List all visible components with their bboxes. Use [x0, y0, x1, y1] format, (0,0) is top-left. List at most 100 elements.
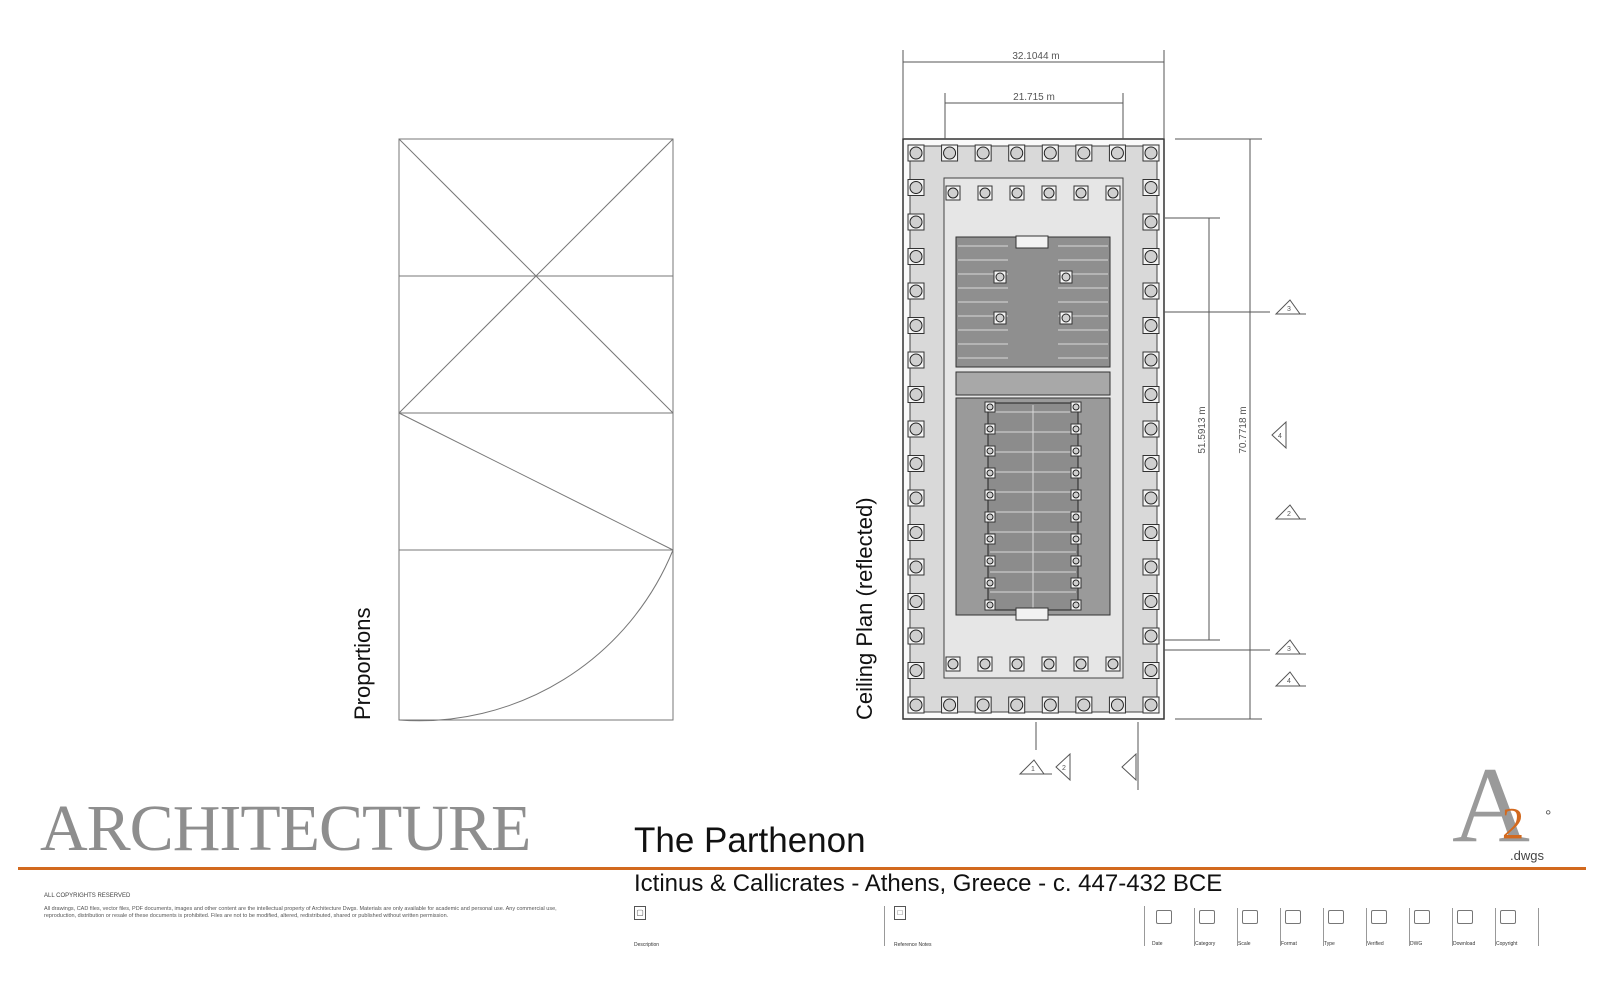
- peristyle-column: [1108, 144, 1126, 162]
- section-marker: [1121, 752, 1137, 782]
- peristyle-column: [907, 420, 925, 438]
- interior-column: [1070, 533, 1082, 545]
- peristyle-column: [1142, 489, 1160, 507]
- meta-cell: Type: [1324, 908, 1367, 947]
- porch-column: [1009, 656, 1025, 672]
- a2-dwgs-logo: A 2 ° .dwgs: [1452, 746, 1552, 865]
- peristyle-column: [907, 213, 925, 231]
- discipline-title: ARCHITECTURE: [40, 792, 531, 865]
- interior-columns: [984, 270, 1082, 611]
- peristyle-column: [907, 179, 925, 196]
- peristyle-column: [1142, 662, 1160, 679]
- peristyle-column: [907, 593, 925, 610]
- meta-label: Type: [1324, 941, 1335, 947]
- meta-label: Format: [1281, 941, 1297, 947]
- proportions-label: Proportions: [350, 607, 375, 720]
- meta-label: Category: [1195, 941, 1216, 947]
- calendar-icon: [1156, 910, 1172, 924]
- meta-cell: Scale: [1238, 908, 1281, 947]
- scale-icon: [1242, 910, 1258, 924]
- interior-column: [1070, 489, 1082, 501]
- interior-column: [984, 467, 996, 479]
- peristyle-column: [907, 558, 925, 576]
- peristyle-column: [1142, 455, 1160, 472]
- section-marker: 4: [1274, 671, 1306, 687]
- peristyle-column: [907, 386, 925, 403]
- interior-column: [1070, 401, 1082, 413]
- peristyle-column: [1142, 144, 1160, 162]
- peristyle-column: [1075, 696, 1093, 714]
- copyright-body: All drawings, CAD files, vector files, P…: [44, 906, 557, 919]
- title-rule: [18, 867, 1586, 870]
- peristyle-column: [907, 248, 925, 265]
- porch-column: [1073, 185, 1089, 201]
- peristyle-column: [907, 662, 925, 679]
- grid-icon: [1199, 910, 1215, 924]
- porch-column: [945, 656, 961, 672]
- peristyle-column: [1142, 524, 1160, 541]
- peristyle-column: [1142, 420, 1160, 438]
- porch-column: [1073, 656, 1089, 672]
- interior-column: [984, 489, 996, 501]
- meta-cell: Copyright: [1496, 908, 1539, 947]
- svg-text:2: 2: [1287, 511, 1291, 518]
- meta-label: Scale: [1238, 941, 1251, 947]
- meta-cell: Verified: [1367, 908, 1410, 947]
- section-marker: 4: [1271, 420, 1287, 450]
- peristyle-column: [1142, 351, 1160, 369]
- meta-cell: Download: [1453, 908, 1496, 947]
- ceiling-coffers: [958, 245, 1108, 608]
- description-box: ▢ Description: [634, 906, 885, 948]
- interior-column: [1070, 555, 1082, 567]
- interior-column: [984, 401, 996, 413]
- download-icon: [1457, 910, 1473, 924]
- peristyle-column: [1041, 696, 1059, 714]
- peristyle-column: [1075, 144, 1093, 162]
- peristyle-column: [1142, 213, 1160, 231]
- interior-column: [1070, 467, 1082, 479]
- interior-column: [984, 445, 996, 457]
- svg-text:3: 3: [1287, 306, 1291, 313]
- shield-icon: [1371, 910, 1387, 924]
- section-marker: 2: [1055, 752, 1071, 782]
- document-icon: ▢: [634, 906, 646, 920]
- porch-column: [977, 185, 993, 201]
- dimension-texts: 32.1044 m 21.715 m 51.5913 m 70.7718 m: [1012, 51, 1249, 454]
- porch-columns: [945, 185, 1121, 672]
- svg-text:1: 1: [1031, 766, 1035, 773]
- svg-text:4: 4: [1287, 678, 1291, 685]
- cella-length-dim: 51.5913 m: [1197, 406, 1208, 453]
- porch-column: [945, 185, 961, 201]
- interior-column: [1070, 445, 1082, 457]
- peristyle-column: [907, 282, 925, 300]
- interior-column: [1070, 577, 1082, 589]
- meta-label: Download: [1453, 941, 1476, 947]
- interior-column: [1059, 270, 1073, 284]
- svg-text:3: 3: [1287, 646, 1291, 653]
- porch-column: [1105, 185, 1121, 201]
- svg-text:4: 4: [1278, 433, 1282, 440]
- meta-label: DWG: [1410, 941, 1423, 947]
- porch-column: [977, 656, 993, 672]
- peristyle-column: [1142, 696, 1160, 714]
- peristyle-column: [1142, 558, 1160, 576]
- peristyle-column: [1008, 144, 1026, 162]
- peristyle-column: [1142, 248, 1160, 265]
- meta-label: Date: [1152, 941, 1163, 947]
- key-icon: [1500, 910, 1516, 924]
- peristyle-column: [907, 627, 925, 645]
- peristyle-column: [907, 144, 925, 162]
- section-marker: 1: [1018, 759, 1052, 775]
- project-title: The Parthenon: [634, 821, 866, 860]
- peristyle-column: [974, 144, 992, 162]
- ceiling-plan-label: Ceiling Plan (reflected): [852, 497, 877, 720]
- description-caption: Description: [634, 942, 660, 948]
- peristyle-column: [907, 696, 925, 714]
- peristyle-column: [1041, 144, 1059, 162]
- section-marker: 3: [1274, 299, 1306, 315]
- interior-column: [1070, 599, 1082, 611]
- overall-width-dim: 32.1044 m: [1012, 51, 1059, 62]
- peristyle-column: [1142, 386, 1160, 403]
- peristyle-column: [907, 317, 925, 334]
